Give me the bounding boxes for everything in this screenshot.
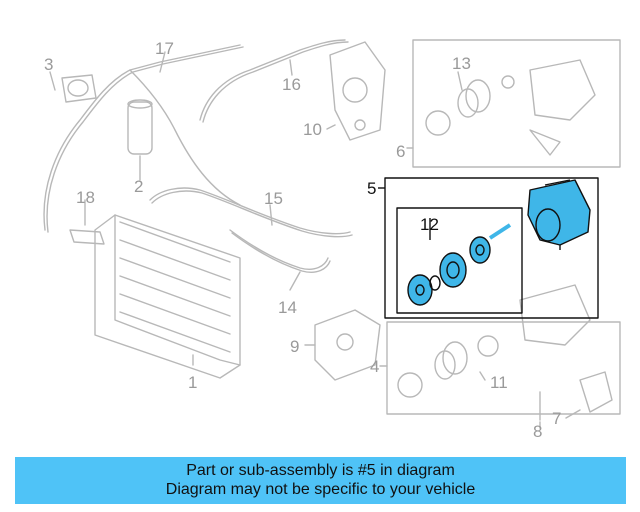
info-banner: Part or sub-assembly is #5 in diagram Di…	[15, 457, 626, 504]
field-coil	[469, 236, 491, 264]
pulley	[439, 252, 467, 288]
callout-15[interactable]: 15	[264, 189, 283, 208]
line-tube-16	[199, 39, 346, 121]
bracket-7	[579, 371, 613, 413]
callout-11[interactable]: 11	[490, 373, 508, 392]
box-6	[412, 39, 621, 168]
callout-9[interactable]: 9	[290, 337, 300, 356]
box-5	[384, 177, 599, 319]
clutch-plate	[407, 274, 433, 306]
box-12	[396, 207, 523, 314]
callout-14[interactable]: 14	[278, 298, 297, 317]
callout-4[interactable]: 4	[370, 357, 380, 376]
callout-13[interactable]: 13	[452, 54, 471, 73]
parts-diagram	[43, 39, 621, 429]
callout-12[interactable]: 12	[420, 215, 439, 234]
bracket-9	[314, 309, 381, 381]
receiver-drier	[127, 101, 153, 155]
assembly-5-group	[378, 177, 599, 319]
callout-10[interactable]: 10	[303, 120, 322, 139]
callout-6[interactable]: 6	[396, 142, 406, 161]
pressure-switch	[61, 74, 97, 103]
callout-7[interactable]: 7	[552, 409, 562, 428]
bracket-10	[329, 41, 386, 141]
line-tube-14	[229, 229, 329, 270]
box-4	[386, 321, 621, 415]
callout-17[interactable]: 17	[155, 39, 174, 58]
compressor	[527, 179, 591, 246]
callout-18[interactable]: 18	[76, 188, 95, 207]
banner-line-2: Diagram may not be specific to your vehi…	[165, 481, 476, 498]
switch-18	[69, 229, 105, 245]
callout-2[interactable]: 2	[134, 177, 144, 196]
callout-16[interactable]: 16	[282, 75, 301, 94]
line-tube-15	[149, 187, 351, 235]
callout-5[interactable]: 5	[367, 179, 377, 198]
line-tube-17	[43, 44, 241, 231]
callout-3[interactable]: 3	[44, 55, 54, 74]
banner-line-1: Part or sub-assembly is #5 in diagram	[186, 462, 455, 479]
callout-1[interactable]: 1	[188, 373, 198, 392]
callout-8[interactable]: 8	[533, 422, 543, 441]
